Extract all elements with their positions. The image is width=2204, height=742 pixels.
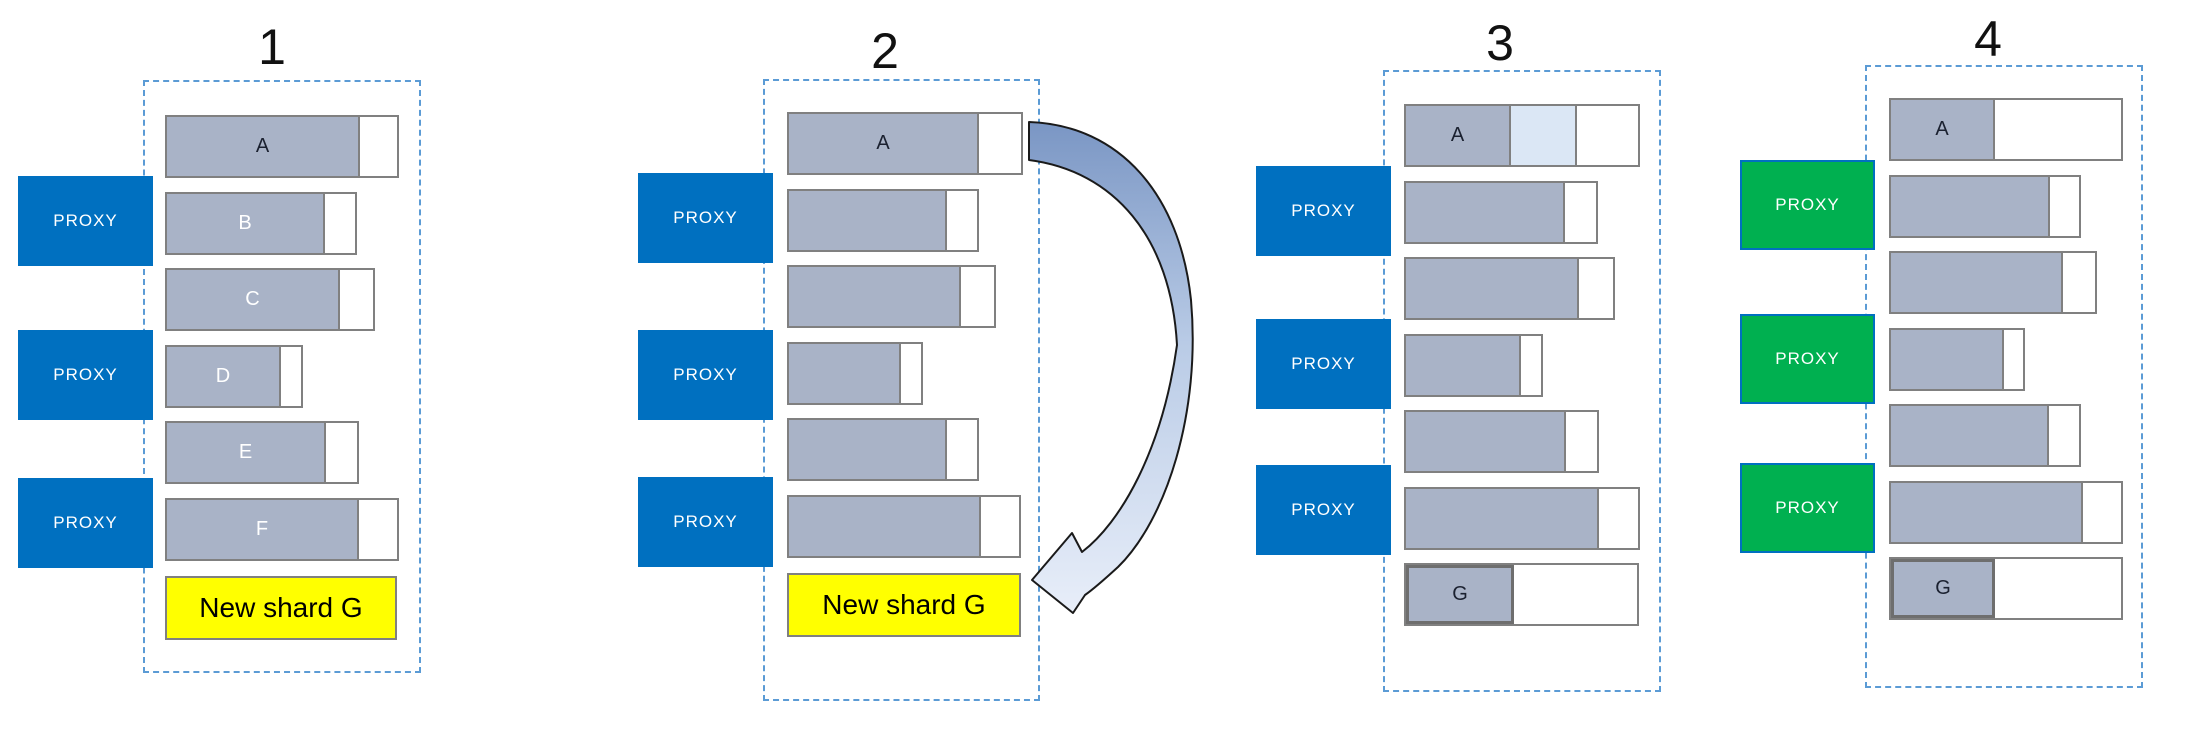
stage-3-shard-bar (1404, 487, 1640, 550)
proxy-label: PROXY (673, 208, 738, 227)
stage-1-proxy-2: PROXY (18, 330, 153, 420)
shard-usage-fill (1891, 253, 2063, 312)
shard-usage-fill: G (1891, 559, 1995, 618)
shard-usage-fill (1406, 412, 1566, 471)
shard-usage-fill: A (1891, 100, 1995, 159)
stage-2-shard-bar (787, 189, 979, 252)
shard-usage-fill (1406, 489, 1599, 548)
stage-2-proxy-3: PROXY (638, 477, 773, 567)
stage-3-shard-bar (1404, 181, 1598, 244)
shard-usage-fill: A (1406, 106, 1511, 165)
proxy-label: PROXY (1775, 195, 1840, 214)
shard-usage-fill (1891, 177, 2050, 236)
stage-1-shard-bar-B: B (165, 192, 357, 255)
stage-3-shard-bar (1404, 410, 1599, 473)
shard-usage-fill (1891, 330, 2004, 389)
stage-4-number: 4 (1974, 11, 2002, 67)
stage-4-shard-bar-G: G (1889, 557, 2123, 620)
stage-2-proxy-1: PROXY (638, 173, 773, 263)
new-shard-label: New shard G (199, 592, 363, 623)
stage-4-shard-bar-A: A (1889, 98, 2123, 161)
proxy-label: PROXY (1291, 354, 1356, 373)
proxy-label: PROXY (1775, 498, 1840, 517)
stage-4-proxy-2: PROXY (1740, 314, 1875, 404)
stage-2-shard-bar-A: A (787, 112, 1023, 175)
stage-2-new-shard-box: New shard G (787, 573, 1021, 637)
proxy-label: PROXY (53, 513, 118, 532)
shard-usage-fill: E (167, 423, 326, 482)
stage-2-shard-bar (787, 495, 1021, 558)
proxy-label: PROXY (1775, 349, 1840, 368)
stage-1-new-shard-box: New shard G (165, 576, 397, 640)
stage-3-proxy-3: PROXY (1256, 465, 1391, 555)
stage-4-shard-bar (1889, 328, 2025, 391)
stage-3-proxy-1: PROXY (1256, 166, 1391, 256)
shard-usage-fill (1891, 406, 2049, 465)
shard-usage-fill (789, 344, 901, 403)
stage-3-shard-bar (1404, 334, 1543, 397)
proxy-label: PROXY (1291, 500, 1356, 519)
stage-3-number: 3 (1486, 15, 1514, 71)
shard-usage-fill (1891, 483, 2083, 542)
stage-4-proxy-1: PROXY (1740, 160, 1875, 250)
shard-usage-fill: D (167, 347, 281, 406)
shard-usage-fill: A (167, 117, 360, 176)
shard-usage-fill (789, 497, 981, 556)
stage-3-shard-bar (1404, 257, 1615, 320)
stage-2-proxy-2: PROXY (638, 330, 773, 420)
shard-usage-fill (789, 420, 947, 479)
stage-1-shard-bar-D: D (165, 345, 303, 408)
curved-arrow-shape (1028, 121, 1194, 614)
shard-usage-fill: G (1406, 565, 1514, 624)
shard-usage-fill (1406, 183, 1565, 242)
migration-curved-arrow (1028, 121, 1194, 614)
shard-usage-fill (789, 191, 947, 250)
stage-4-shard-bar (1889, 404, 2081, 467)
stage-2-number: 2 (871, 23, 899, 79)
shard-usage-fill: A (789, 114, 979, 173)
proxy-label: PROXY (673, 365, 738, 384)
stage-4-shard-bar (1889, 175, 2081, 238)
stage-1-proxy-3: PROXY (18, 478, 153, 568)
migrated-range-segment (1511, 106, 1577, 165)
stage-4-shard-bar (1889, 251, 2097, 314)
stage-4-shard-bar (1889, 481, 2123, 544)
stage-3-shard-bar-A: A (1404, 104, 1640, 167)
shard-usage-fill (1406, 259, 1579, 318)
proxy-label: PROXY (1291, 201, 1356, 220)
shard-usage-fill: F (167, 500, 359, 559)
stage-1-proxy-1: PROXY (18, 176, 153, 266)
stage-1-shard-bar-E: E (165, 421, 359, 484)
stage-1-number: 1 (258, 19, 286, 75)
stage-2-shard-bar (787, 418, 979, 481)
stage-1-shard-bar-A: A (165, 115, 399, 178)
shard-usage-fill: C (167, 270, 340, 329)
proxy-label: PROXY (53, 211, 118, 230)
shard-usage-fill (1406, 336, 1521, 395)
stage-2-shard-bar (787, 265, 996, 328)
stage-1-shard-bar-C: C (165, 268, 375, 331)
stage-2-shard-bar (787, 342, 923, 405)
proxy-label: PROXY (673, 512, 738, 531)
proxy-label: PROXY (53, 365, 118, 384)
stage-3-shard-bar-G: G (1404, 563, 1639, 626)
shard-usage-fill (789, 267, 961, 326)
new-shard-label: New shard G (822, 589, 986, 620)
stage-3-proxy-2: PROXY (1256, 319, 1391, 409)
stage-1-shard-bar-F: F (165, 498, 399, 561)
shard-usage-fill: B (167, 194, 325, 253)
stage-4-proxy-3: PROXY (1740, 463, 1875, 553)
